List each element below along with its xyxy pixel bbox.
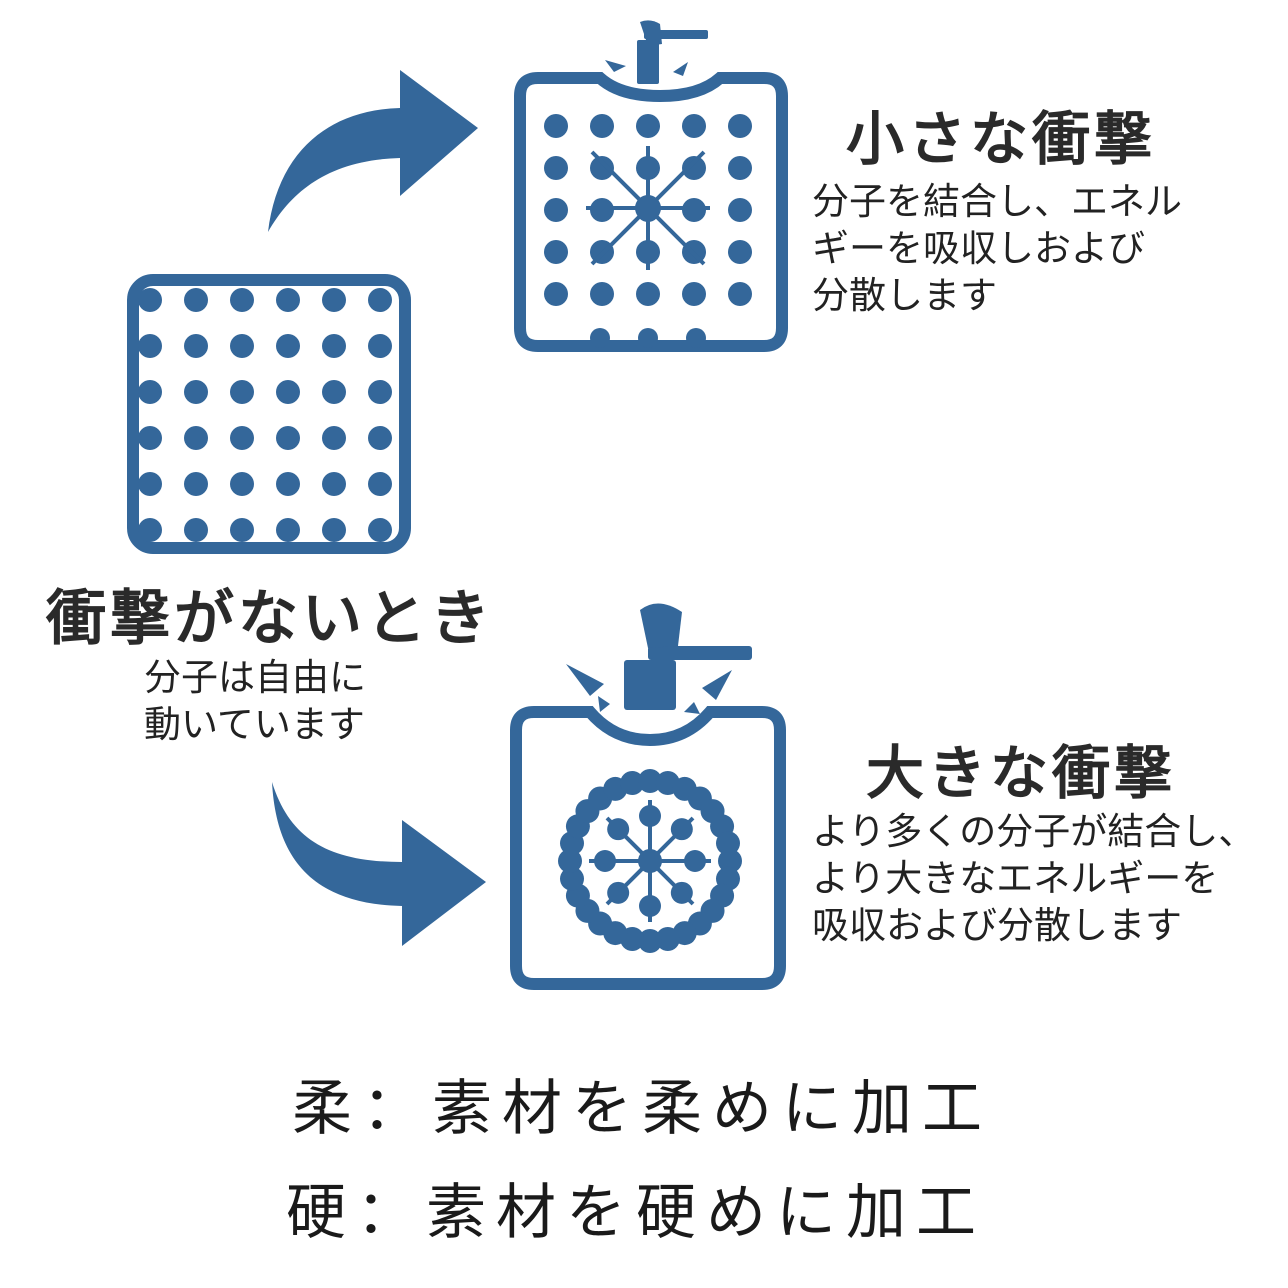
large-impact-desc-line: 吸収および分散します xyxy=(812,904,1182,947)
molecule-dot xyxy=(728,198,752,222)
molecule-dot xyxy=(368,518,392,542)
molecule-dot xyxy=(639,805,661,827)
small-impact-desc-line: 分子を結合し、エネル xyxy=(812,180,1182,223)
molecule-dot xyxy=(544,198,568,222)
molecule-dot xyxy=(686,328,706,348)
molecule-dot xyxy=(368,334,392,358)
molecule-dot xyxy=(276,334,300,358)
molecule-dot xyxy=(138,380,162,404)
molecule-dot xyxy=(728,156,752,180)
molecule-dot xyxy=(276,426,300,450)
molecule-dot xyxy=(544,282,568,306)
molecule-dot xyxy=(184,334,208,358)
molecule-dot xyxy=(558,849,582,873)
molecule-dot xyxy=(322,426,346,450)
molecule-dot xyxy=(322,334,346,358)
small-impact-desc-line: 分散します xyxy=(812,274,997,317)
small-impact-description: 分子を結合し、エネル ギーを吸収しおよび 分散します xyxy=(812,178,1182,319)
molecule-dot xyxy=(322,518,346,542)
molecule-dot xyxy=(718,849,742,873)
molecule-dot xyxy=(682,156,706,180)
large-impact-desc-line: より多くの分子が結合し、 xyxy=(812,810,1256,853)
molecule-dot xyxy=(276,518,300,542)
molecule-dot xyxy=(620,771,645,796)
molecule-dot xyxy=(590,328,610,348)
molecule-dot xyxy=(670,818,693,841)
molecule-dot xyxy=(368,472,392,496)
molecule-dot xyxy=(230,334,254,358)
molecule-dot xyxy=(728,282,752,306)
molecule-dot xyxy=(368,288,392,312)
molecule-dot xyxy=(276,472,300,496)
molecule-dot xyxy=(684,850,706,872)
molecule-dot xyxy=(230,472,254,496)
large-impact-title: 大きな衝撃 xyxy=(866,739,1177,807)
molecule-dot xyxy=(682,114,706,138)
molecule-dot xyxy=(544,240,568,264)
molecule-dot xyxy=(368,380,392,404)
small-impact-title: 小さな衝撃 xyxy=(846,105,1157,173)
small-impact-desc-line: ギーを吸収しおよび xyxy=(812,227,1145,270)
molecule-dot xyxy=(184,426,208,450)
molecule-dot xyxy=(368,426,392,450)
footer-soft-note: 柔：素材を柔めに加工 xyxy=(292,1074,992,1144)
no-impact-description: 分子は自由に 動いています xyxy=(144,654,366,748)
molecule-dot xyxy=(184,288,208,312)
molecule-dot xyxy=(138,472,162,496)
molecule-dot xyxy=(590,156,614,180)
molecule-dot xyxy=(636,282,660,306)
molecule-dot xyxy=(638,328,658,348)
molecule-dot xyxy=(184,518,208,542)
molecule-grid-small-impact xyxy=(514,72,788,352)
molecule-dot xyxy=(639,895,661,917)
molecule-dot xyxy=(230,426,254,450)
molecule-dot xyxy=(544,156,568,180)
molecule-dot xyxy=(322,380,346,404)
no-impact-desc-line: 動いています xyxy=(144,703,365,746)
molecule-dot xyxy=(138,334,162,358)
footer-hard-note: 硬：素材を硬めに加工 xyxy=(286,1178,986,1248)
molecule-dot xyxy=(607,818,630,841)
molecule-dot xyxy=(138,426,162,450)
molecule-dot xyxy=(230,288,254,312)
molecule-dot xyxy=(276,288,300,312)
arrow-down-right-icon xyxy=(272,782,486,946)
molecule-dot xyxy=(322,288,346,312)
molecule-dot xyxy=(682,282,706,306)
molecule-dot xyxy=(184,472,208,496)
molecule-cluster-large-impact xyxy=(510,706,786,990)
molecule-dot xyxy=(638,929,662,953)
molecule-dot xyxy=(322,472,346,496)
molecule-dot xyxy=(607,881,630,904)
molecule-dot xyxy=(138,518,162,542)
molecule-dot xyxy=(560,866,585,891)
molecule-dot xyxy=(638,769,662,793)
molecule-dot xyxy=(184,380,208,404)
large-impact-desc-line: より大きなエネルギーを xyxy=(812,857,1219,900)
molecule-dot xyxy=(715,831,740,856)
molecule-dot xyxy=(230,518,254,542)
molecule-dot xyxy=(276,380,300,404)
no-impact-desc-line: 分子は自由に xyxy=(144,656,366,699)
no-impact-title: 衝撃がないとき xyxy=(46,584,494,654)
molecule-dot xyxy=(544,114,568,138)
molecule-dot xyxy=(590,114,614,138)
hammer-small-icon xyxy=(605,20,708,84)
molecule-dot xyxy=(636,114,660,138)
molecule-dot xyxy=(594,850,616,872)
molecule-dot xyxy=(728,114,752,138)
molecule-dot xyxy=(728,240,752,264)
molecule-grid-free xyxy=(127,274,411,554)
arrow-up-right-icon xyxy=(268,70,478,232)
hammer-large-icon xyxy=(566,603,752,714)
molecule-dot xyxy=(670,881,693,904)
molecule-dot xyxy=(230,380,254,404)
molecule-dot xyxy=(138,288,162,312)
molecule-dot xyxy=(590,282,614,306)
molecule-dot xyxy=(655,926,680,951)
large-impact-description: より多くの分子が結合し、 より大きなエネルギーを 吸収および分散します xyxy=(812,808,1255,949)
